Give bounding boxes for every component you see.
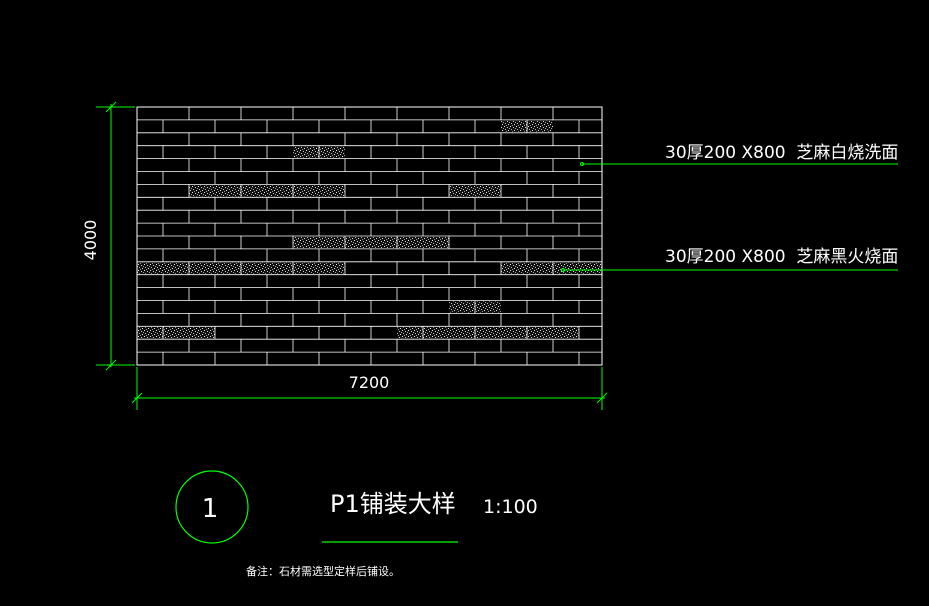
dark-granite-tile xyxy=(137,327,215,339)
dimension-horizontal: 7200 xyxy=(131,367,608,410)
dimension-vertical: 4000 xyxy=(81,101,135,371)
detail-number-circle xyxy=(175,470,249,544)
drawing-note: 备注：石材需选型定样后铺设。 xyxy=(246,564,400,578)
dark-granite-tile xyxy=(501,262,602,274)
dark-granite-tile xyxy=(189,185,345,197)
dark-granite-tile xyxy=(397,327,579,339)
callout-black-granite: 30厚200 X800 芝麻黑火烧面 xyxy=(561,247,898,272)
paving-outline xyxy=(136,106,603,366)
callout-white-granite: 30厚200 X800 芝麻白烧洗面 xyxy=(580,143,898,166)
dark-tiles xyxy=(137,120,602,339)
dark-granite-tile xyxy=(293,237,449,248)
dark-granite-tile xyxy=(449,185,501,197)
detail-marker: 1 P1铺装大样 1:100 xyxy=(175,470,538,544)
detail-title: P1铺装大样 xyxy=(330,490,456,518)
dimension-height-label: 4000 xyxy=(81,220,100,261)
paving-pattern xyxy=(136,106,603,366)
tile-grid xyxy=(137,107,602,365)
detail-number: 1 xyxy=(202,494,219,524)
callout-black-granite-text: 30厚200 X800 芝麻黑火烧面 xyxy=(665,247,898,267)
callout-white-granite-text: 30厚200 X800 芝麻白烧洗面 xyxy=(665,143,898,163)
detail-scale: 1:100 xyxy=(483,496,538,518)
dimension-width-label: 7200 xyxy=(349,373,390,392)
